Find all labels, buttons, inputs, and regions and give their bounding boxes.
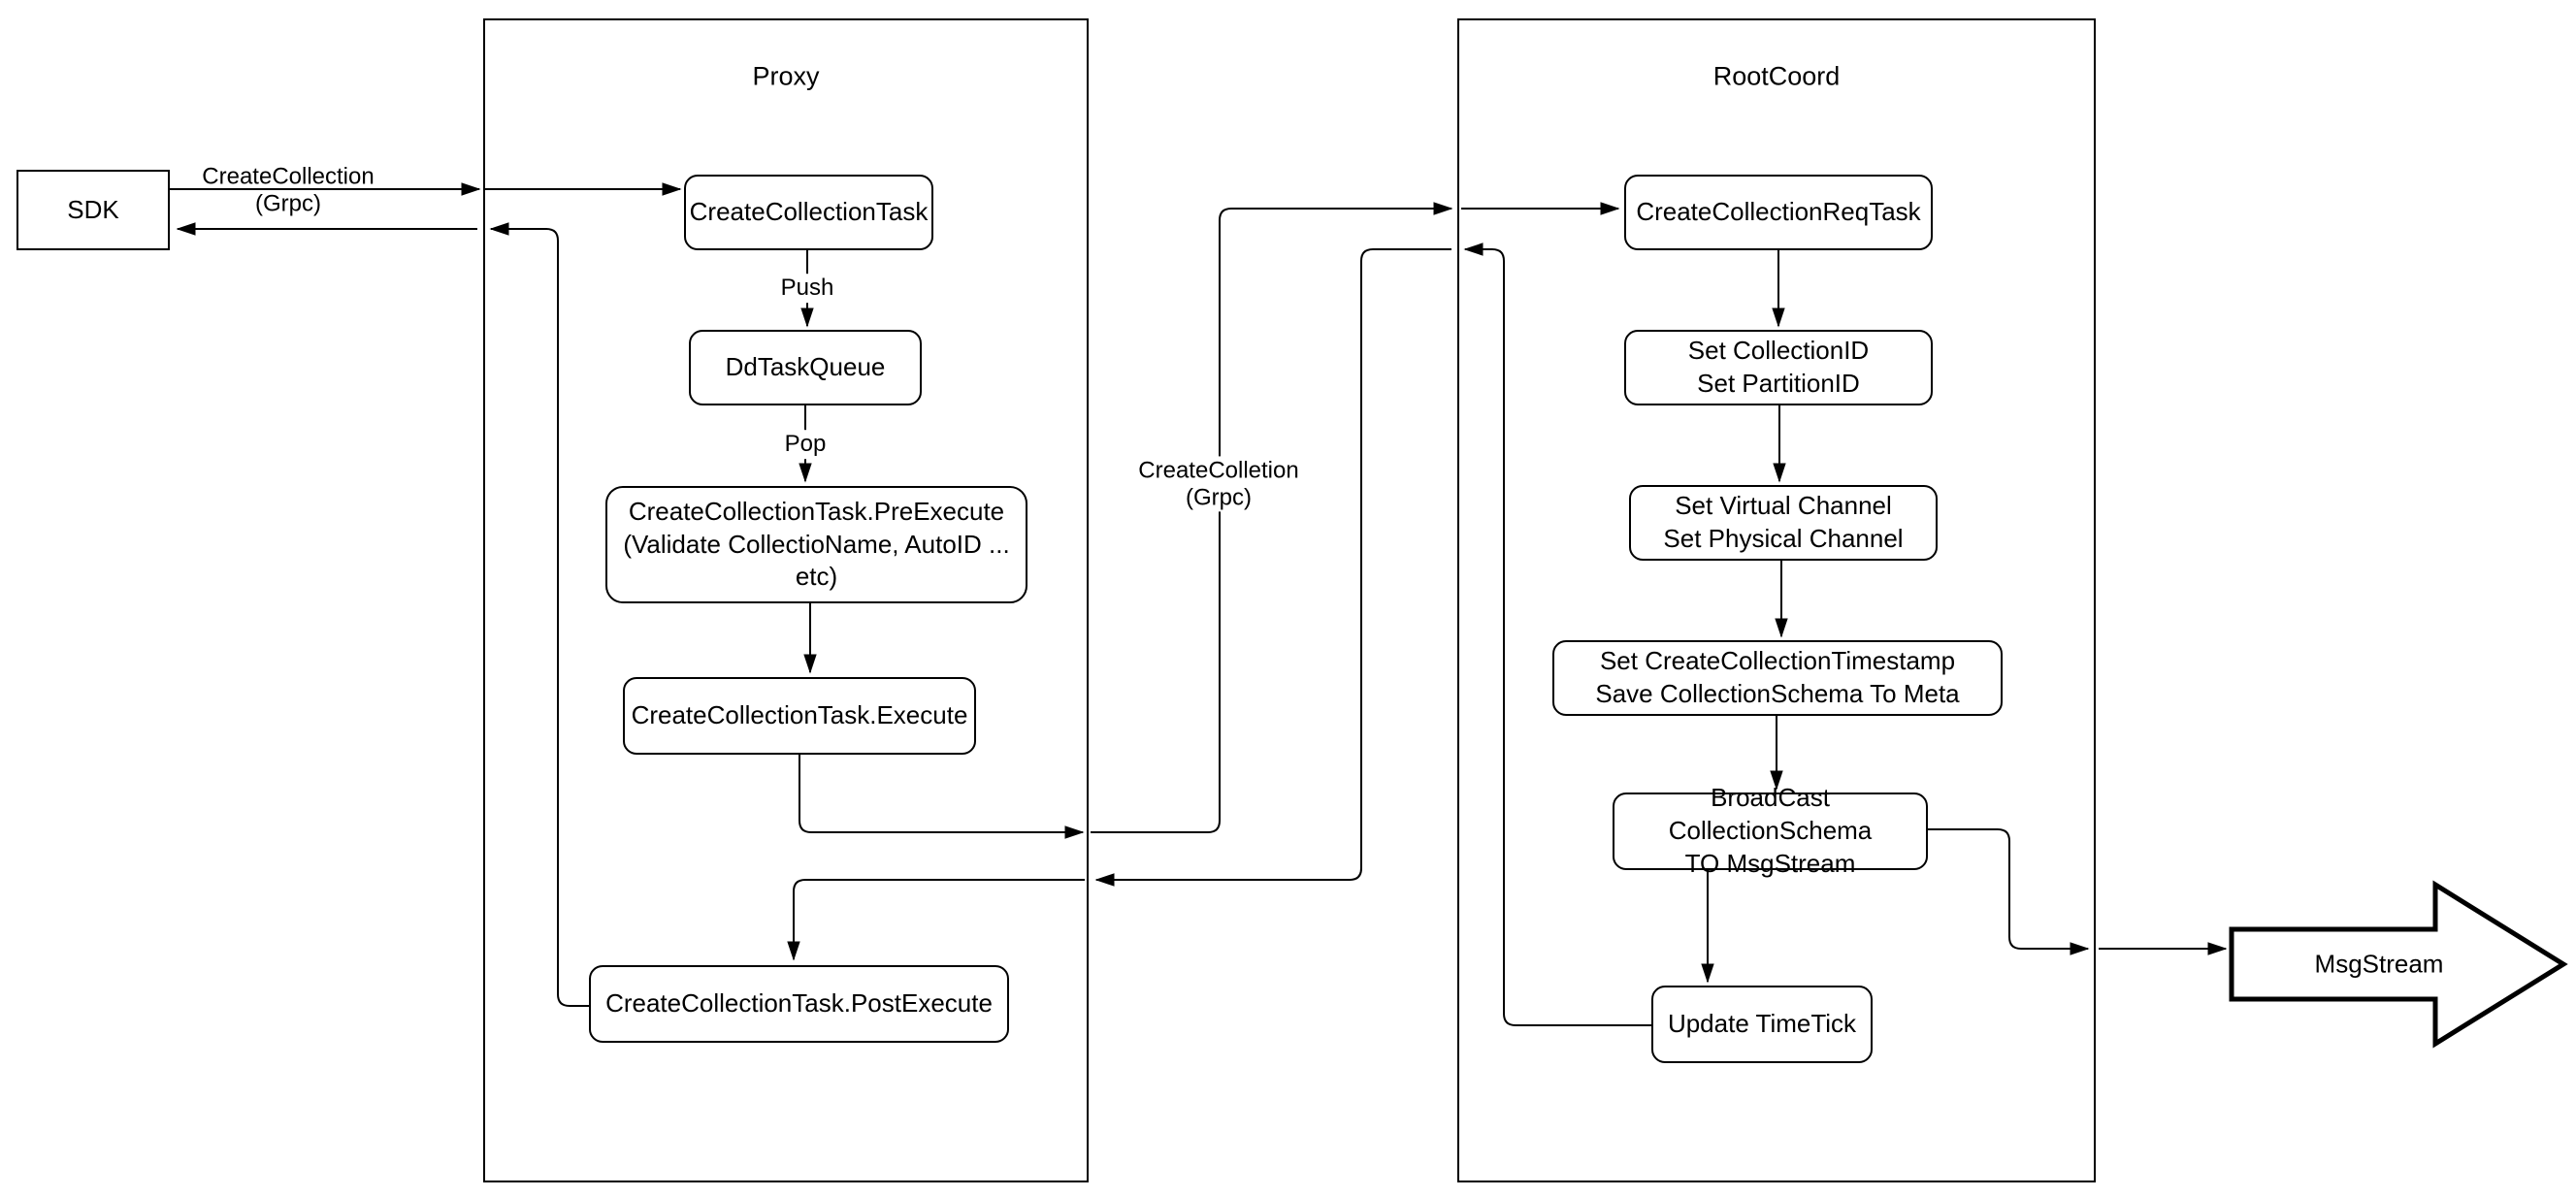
rootcoord-title: RootCoord [1712, 61, 1841, 91]
edge-label-sdk-grpc: CreateCollection (Grpc) [202, 163, 374, 216]
node-broadcast: BroadCast CollectionSchema TO MsgStream [1613, 783, 1928, 878]
node-sdk: SDK [16, 170, 170, 250]
node-set-ids-line1: Set CollectionID [1687, 336, 1870, 366]
node-dd-task-queue: DdTaskQueue [689, 330, 922, 405]
node-set-timestamp-line2: Save CollectionSchema To Meta [1595, 679, 1960, 708]
node-create-collection-req-task-label: CreateCollectionReqTask [1636, 197, 1921, 227]
proxy-container [483, 18, 1089, 1182]
node-set-ids-line2: Set PartitionID [1697, 369, 1860, 398]
node-execute: CreateCollectionTask.Execute [623, 677, 976, 755]
node-set-channels-line2: Set Physical Channel [1663, 524, 1904, 553]
node-create-collection-task-label: CreateCollectionTask [689, 197, 929, 227]
edge-proxy-border-to-postexecute [787, 879, 1085, 961]
node-broadcast-line1: BroadCast CollectionSchema [1668, 783, 1873, 846]
edge-label-internal-grpc: CreateColletion (Grpc) [1134, 456, 1303, 512]
edge-broadcast-to-rootcoord-border [1928, 828, 2090, 955]
edge-label-sdk-grpc-line1: CreateCollection [202, 163, 375, 190]
node-create-collection-req-task: CreateCollectionReqTask [1624, 175, 1933, 250]
node-execute-label: CreateCollectionTask.Execute [631, 700, 968, 730]
node-update-timetick: Update TimeTick [1651, 986, 1873, 1063]
msgstream-arrow-shape [2229, 880, 2568, 1049]
node-create-collection-task: CreateCollectionTask [684, 175, 933, 250]
edge-execute-to-proxy-border [799, 755, 1085, 839]
node-sdk-label: SDK [67, 194, 119, 224]
node-pre-execute-line1: CreateCollectionTask.PreExecute [628, 496, 1005, 526]
edge-label-pop: Pop [780, 430, 831, 459]
node-pre-execute: CreateCollectionTask.PreExecute (Validat… [605, 486, 1027, 603]
node-set-timestamp: Set CreateCollectionTimestamp Save Colle… [1552, 640, 2003, 716]
msgstream-label: MsgStream [2314, 949, 2444, 979]
node-pre-execute-line2: (Validate CollectioName, AutoID ... etc) [623, 529, 1010, 592]
edge-label-internal-grpc-line1: CreateColletion [1138, 457, 1299, 484]
edge-label-push: Push [776, 274, 838, 303]
edge-postexecute-to-proxy-border [489, 222, 589, 1007]
proxy-title: Proxy [752, 61, 820, 91]
rootcoord-container [1457, 18, 2096, 1182]
edge-proxy-to-rootcoord-grpc [1091, 202, 1453, 833]
edge-rootcoord-to-proxy-reply [1094, 248, 1451, 887]
node-set-channels-line1: Set Virtual Channel [1675, 491, 1892, 521]
node-dd-task-queue-label: DdTaskQueue [725, 352, 886, 382]
edge-label-sdk-grpc-line2: (Grpc) [254, 190, 321, 216]
node-set-ids: Set CollectionID Set PartitionID [1624, 330, 1933, 405]
node-broadcast-line2: TO MsgStream [1684, 848, 1856, 878]
node-post-execute-label: CreateCollectionTask.PostExecute [605, 988, 993, 1019]
edge-timetick-to-rootcoord-border [1463, 243, 1651, 1026]
node-post-execute: CreateCollectionTask.PostExecute [589, 965, 1009, 1043]
node-update-timetick-label: Update TimeTick [1667, 1009, 1857, 1039]
edge-label-internal-grpc-line2: (Grpc) [1185, 484, 1252, 510]
node-set-channels: Set Virtual Channel Set Physical Channel [1629, 485, 1938, 561]
node-set-timestamp-line1: Set CreateCollectionTimestamp [1599, 646, 1956, 676]
